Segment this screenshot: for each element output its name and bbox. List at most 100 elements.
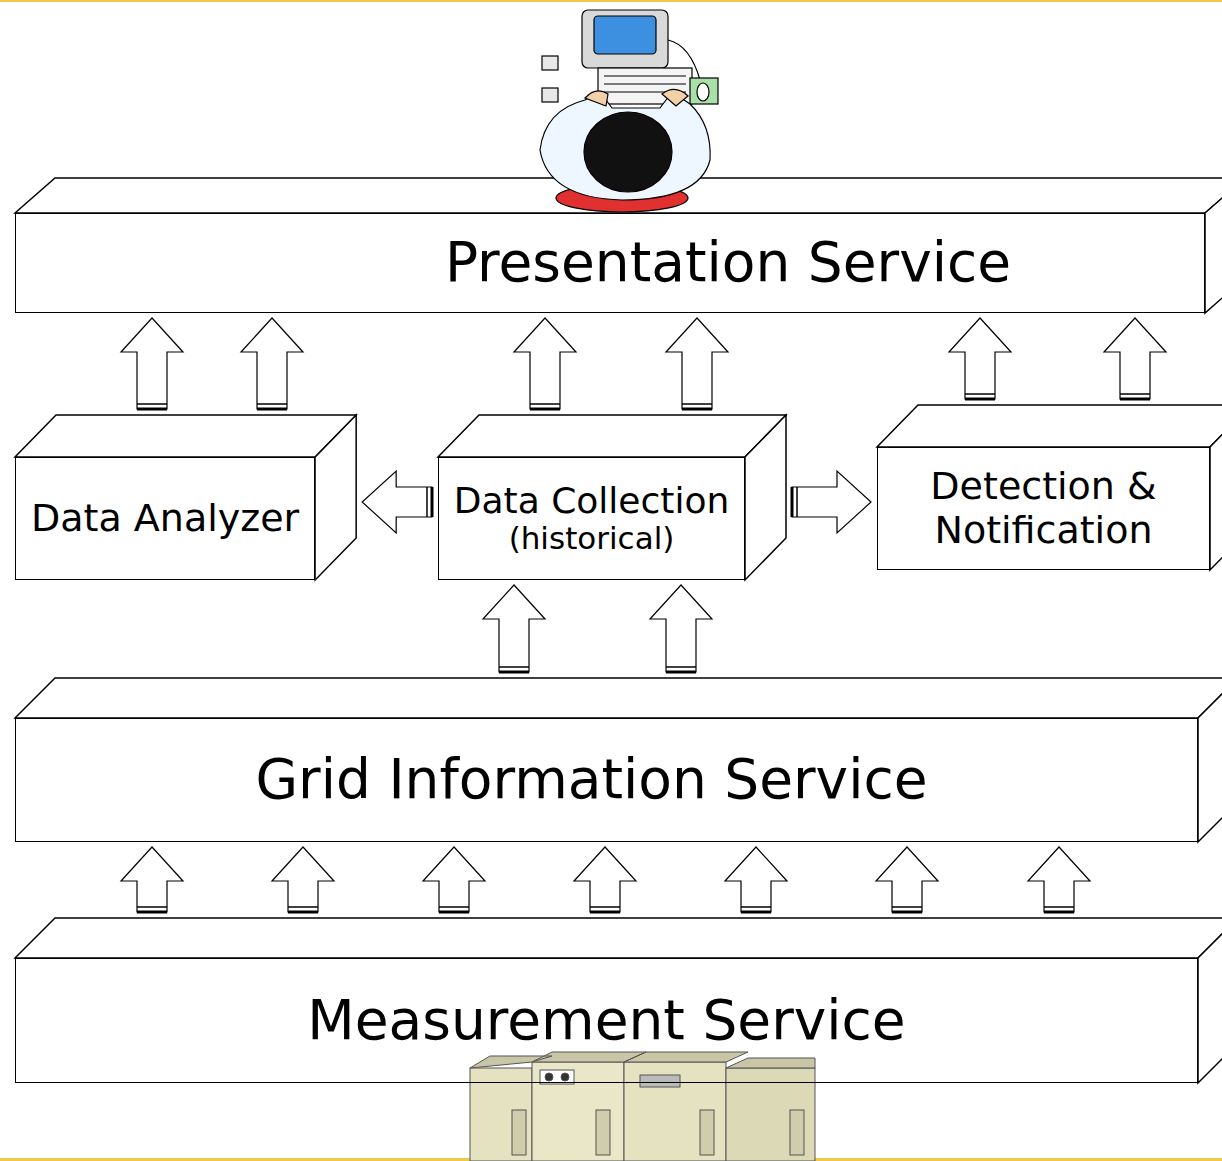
arrow-base-line — [741, 911, 771, 914]
arrow-base-line — [288, 911, 318, 914]
vent — [596, 1110, 610, 1155]
box-side-face — [1198, 678, 1222, 842]
arrow-base-line — [137, 911, 167, 914]
arrow-base-line — [1044, 906, 1074, 908]
box-side-face — [1210, 405, 1222, 570]
box-label: Measurement Service — [307, 989, 905, 1052]
arrow-base-line — [1120, 393, 1150, 395]
arrow-base-line — [892, 906, 922, 908]
block-arrow — [650, 585, 712, 672]
floppy-disk — [542, 56, 558, 70]
arrow-base-line — [137, 403, 167, 405]
hand — [662, 89, 688, 106]
cabinet — [532, 1062, 624, 1161]
arrow-base-line — [682, 408, 712, 411]
connectors — [121, 318, 1166, 912]
tape-reel — [561, 1073, 569, 1081]
block-arrow — [483, 585, 545, 672]
arrow-base-line — [137, 408, 167, 411]
box-label: Presentation Service — [445, 231, 1011, 294]
arrow-base-line — [257, 403, 287, 405]
box-front-face — [877, 447, 1210, 570]
arrow-base-line — [590, 911, 620, 914]
vent — [700, 1110, 714, 1155]
service-layer: Presentation Service — [15, 213, 1205, 313]
arrow-base-line — [530, 408, 560, 411]
arrow-base-line — [965, 398, 995, 401]
block-arrow — [241, 318, 303, 409]
tape-reel — [545, 1073, 553, 1081]
monitor-screen — [594, 16, 656, 54]
frame-strip — [0, 0, 1222, 2]
block-arrow — [574, 847, 636, 912]
block-arrow — [272, 847, 334, 912]
floppy-disk — [542, 88, 558, 102]
component-box: Data Collection(historical) — [438, 457, 745, 580]
box-front-face — [15, 718, 1198, 842]
block-arrow — [423, 847, 485, 912]
box-front-face — [15, 213, 1205, 313]
arrow-base-line — [892, 911, 922, 914]
box-top-face — [15, 678, 1222, 718]
arrow-base-line — [1120, 398, 1150, 401]
component-box: Detection & Notification — [877, 447, 1210, 570]
monitor — [582, 10, 668, 68]
arrow-base-line — [796, 487, 798, 517]
box-label: Data Analyzer — [31, 497, 299, 541]
block-arrow — [1104, 318, 1166, 399]
vent — [790, 1110, 804, 1155]
arrow-base-line — [439, 906, 469, 908]
tape-panel — [540, 1070, 574, 1084]
box-top-face — [877, 405, 1222, 447]
block-arrow — [792, 471, 871, 533]
box-top-face — [438, 415, 786, 457]
shirt — [540, 92, 710, 200]
block-arrow — [949, 318, 1011, 399]
cabinet — [726, 1068, 815, 1161]
cabinet — [624, 1062, 726, 1161]
box-front-face — [438, 457, 745, 580]
box-label: Data Collection — [454, 480, 729, 521]
box-side-face — [1205, 178, 1222, 313]
block-arrow — [1028, 847, 1090, 912]
arrow-base-line — [791, 487, 794, 517]
service-layer: Measurement Service — [15, 958, 1198, 1083]
mouse — [697, 83, 709, 101]
arrow-base-line — [590, 906, 620, 908]
hand — [585, 91, 608, 106]
arrow-base-line — [431, 487, 434, 517]
arrow-base-line — [1044, 911, 1074, 914]
box-side-face — [745, 415, 786, 580]
box-side-face — [315, 415, 356, 580]
box-top-face — [15, 415, 356, 457]
user-illustration — [540, 10, 718, 212]
arrow-base-line — [439, 911, 469, 914]
arrow-base-line — [666, 666, 696, 668]
mouse-pad — [690, 78, 718, 104]
component-box: Data Analyzer — [15, 457, 315, 580]
arrow-base-line — [666, 671, 696, 674]
box-sublabel: (historical) — [509, 521, 675, 557]
arrow-base-line — [257, 408, 287, 411]
box-label: Grid Information Service — [255, 748, 927, 811]
box-side-face — [1198, 918, 1222, 1083]
arrow-base-line — [499, 666, 529, 668]
vent — [640, 1075, 680, 1087]
mainframe-illustration — [470, 1052, 815, 1161]
block-arrow — [876, 847, 938, 912]
block-arrow — [725, 847, 787, 912]
cabinet-top — [470, 1052, 815, 1068]
block-arrow — [666, 318, 728, 409]
block-arrow — [362, 471, 432, 533]
block-arrow — [514, 318, 576, 409]
arrow-base-line — [682, 403, 712, 405]
block-arrow — [121, 318, 183, 409]
arrow-base-line — [530, 403, 560, 405]
head — [584, 112, 672, 192]
vent — [512, 1110, 526, 1155]
box-faces — [15, 178, 1222, 1083]
arrow-base-line — [499, 671, 529, 674]
arrow-base-line — [965, 393, 995, 395]
